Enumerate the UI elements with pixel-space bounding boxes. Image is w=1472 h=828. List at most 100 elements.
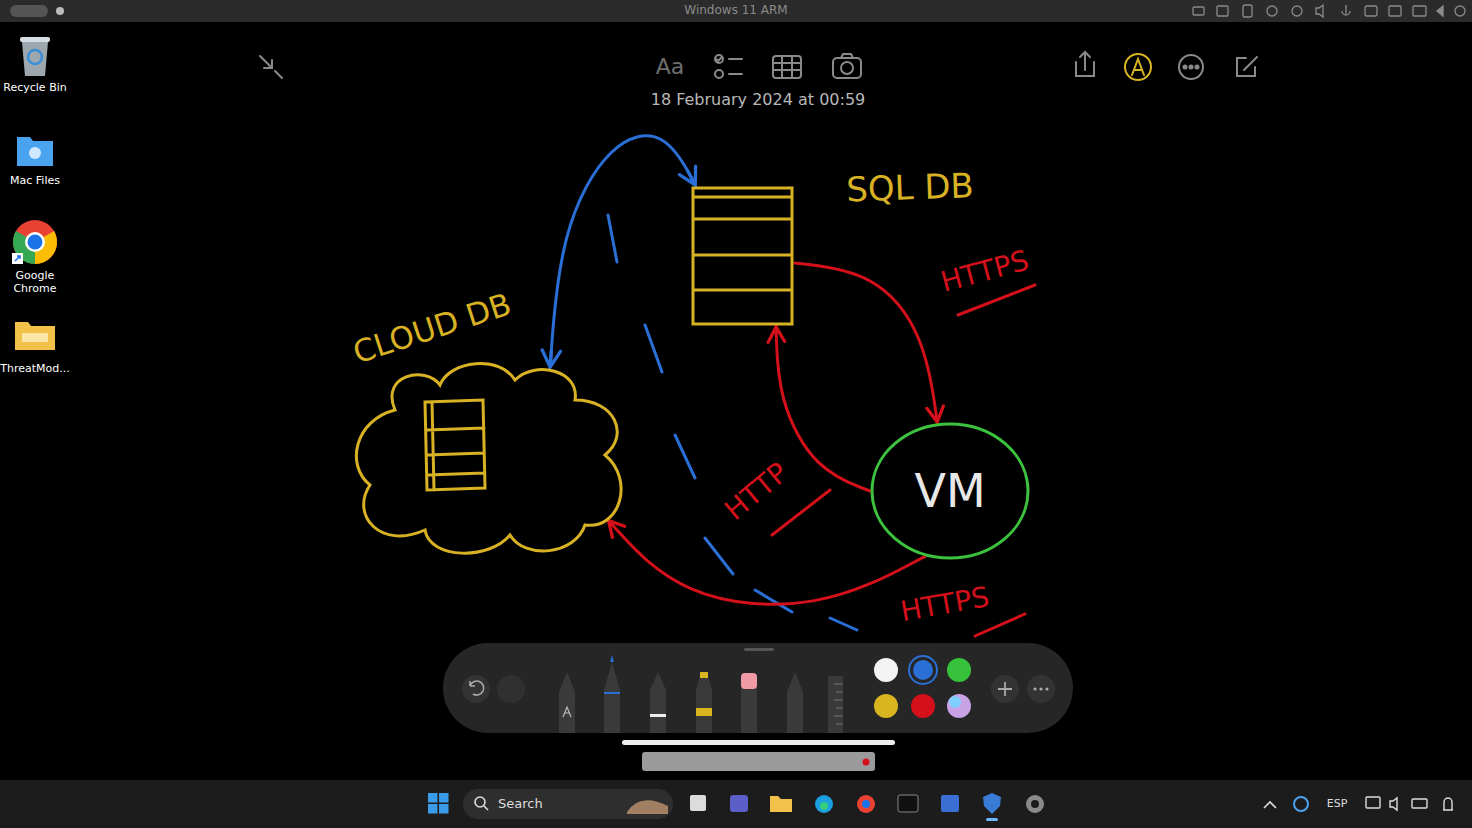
title-bar [1193, 5, 1465, 17]
table-row-line [693, 254, 792, 257]
title-bar [1342, 5, 1350, 15]
folder-icon [15, 322, 55, 350]
pen-palette [462, 675, 490, 703]
chrome-icon [13, 220, 57, 264]
pen-palette [744, 648, 774, 651]
pen-palette [650, 714, 666, 717]
title-bar [0, 0, 1472, 22]
note-toolbar [260, 52, 1257, 80]
pen-palette [1027, 675, 1055, 703]
taskbar [820, 802, 828, 810]
edge-label: HTTP [717, 455, 796, 529]
label-underline [772, 490, 830, 535]
note-toolbar [1196, 66, 1199, 69]
folder-icon [17, 137, 53, 166]
title-bar [1413, 6, 1426, 16]
title-bar [1217, 6, 1228, 16]
note-toolbar [1184, 66, 1187, 69]
recycle-bin-icon [20, 37, 50, 42]
taskbar [428, 793, 438, 803]
pen-palette [998, 682, 1012, 696]
note-toolbar [260, 56, 282, 78]
pen-palette [834, 684, 843, 724]
format-button: Aa [656, 54, 685, 79]
pen-palette [947, 658, 971, 682]
table-row-line [693, 289, 792, 292]
pen-palette [470, 681, 484, 695]
database-table-outline [690, 185, 795, 327]
taskbar [1294, 797, 1308, 811]
taskbar [986, 818, 998, 821]
folder-icon [17, 137, 53, 166]
taskbar [439, 804, 449, 814]
note-toolbar [1132, 59, 1144, 75]
taskbar [857, 795, 875, 813]
edge-label: HTTPS [895, 582, 994, 629]
node-title: VM [914, 466, 985, 517]
note-date: 18 February 2024 at 00:59 [651, 91, 866, 109]
pen-palette [622, 740, 895, 745]
icon-label: Mac Files [10, 175, 60, 188]
connector-arrow [609, 521, 926, 605]
taskbar [1264, 802, 1276, 808]
window-title: Windows 11 ARM [684, 4, 787, 18]
title-bar [1365, 6, 1377, 16]
taskbar [0, 780, 1472, 828]
taskbar [815, 795, 833, 813]
folder-icon [22, 333, 48, 342]
pen-palette [787, 672, 803, 733]
pen-palette [741, 673, 757, 689]
pen-palette [741, 682, 757, 733]
taskbar [475, 797, 485, 807]
connector-arrow [776, 327, 870, 491]
taskbar [898, 795, 918, 812]
note-toolbar [841, 62, 853, 74]
cloud-shape-outline [350, 355, 628, 557]
pen-palette [642, 752, 875, 771]
pen-palette [991, 675, 1019, 703]
taskbar [1366, 797, 1453, 810]
taskbar [439, 793, 449, 803]
language-indicator: ESP [1327, 798, 1348, 811]
node-title: CLOUD DB [349, 286, 515, 369]
folder-icon [15, 322, 55, 350]
label-underline [975, 614, 1025, 636]
folder-icon [29, 147, 41, 159]
note-toolbar [773, 56, 801, 78]
chrome-icon [28, 235, 43, 250]
icon-label: Google Chrome [0, 270, 70, 295]
pen-palette [650, 672, 666, 733]
note-toolbar [1237, 57, 1257, 76]
chrome-icon [12, 253, 23, 264]
pen-palette [696, 676, 712, 733]
vm-circle: VM [870, 422, 1030, 560]
taskbar [983, 793, 1001, 814]
title-bar [1455, 6, 1465, 16]
vm-outline [872, 424, 1028, 558]
taskbar [627, 800, 668, 814]
pen-palette [874, 694, 898, 718]
label-underline [772, 285, 1035, 636]
pen-palette [443, 643, 1073, 733]
chrome-icon [12, 220, 57, 264]
taskbar [1443, 798, 1453, 810]
pen-palette [559, 672, 575, 733]
title-bar [1267, 6, 1277, 16]
taskbar [463, 789, 673, 819]
pen-palette [909, 656, 937, 684]
recycle-bin-icon [20, 37, 50, 76]
pen-palette [443, 643, 1073, 771]
pen-palette [863, 759, 870, 766]
taskbar [862, 800, 870, 808]
taskbar [1026, 795, 1044, 813]
pen-palette [563, 707, 571, 717]
pen-palette [610, 655, 614, 662]
note-toolbar [773, 56, 801, 78]
title-bar [1316, 5, 1323, 17]
pen-palette [949, 696, 961, 708]
taskbar [1412, 799, 1427, 808]
